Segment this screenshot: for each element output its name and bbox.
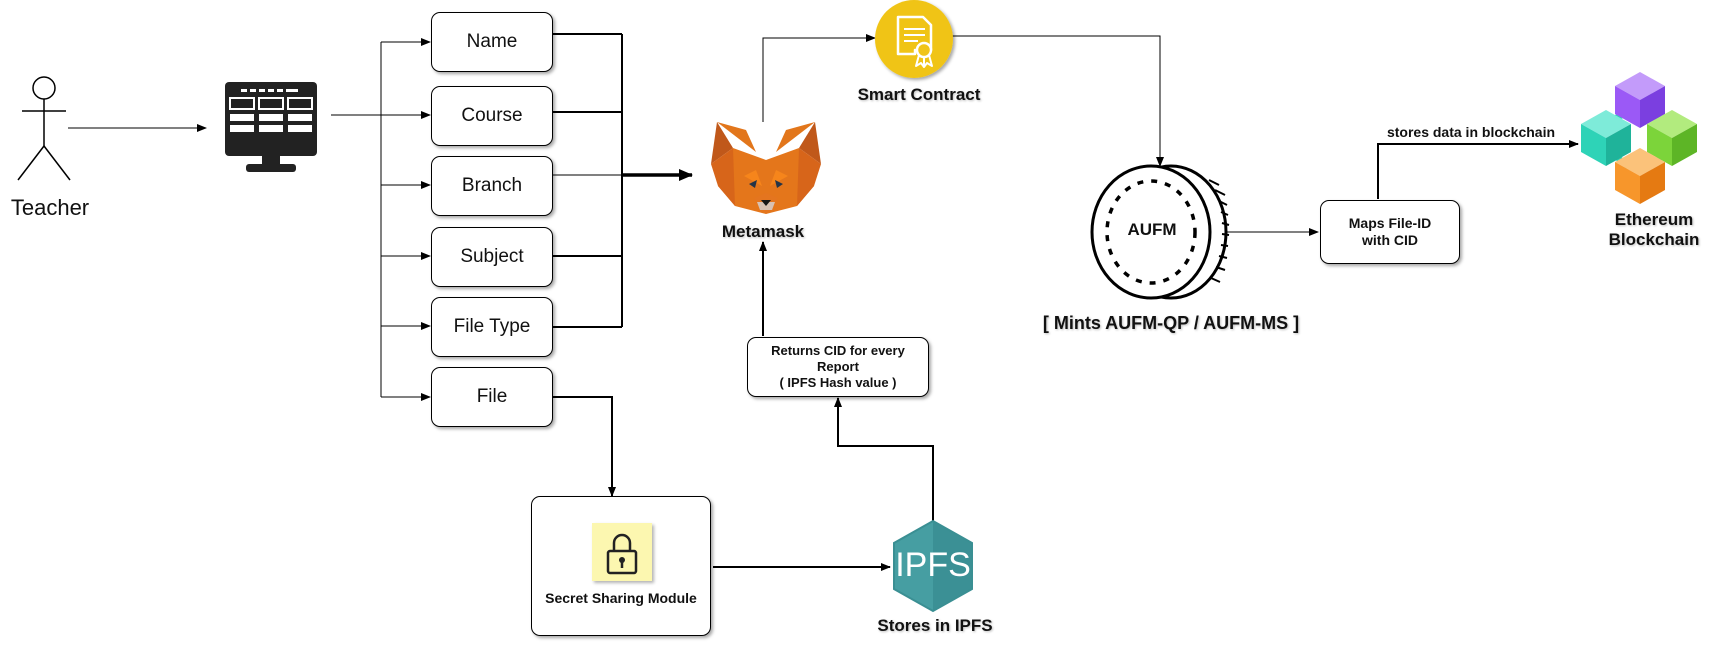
- ethereum-line-1: Ethereum: [1614, 210, 1694, 229]
- aufm-coin-label: AUFM: [1127, 220, 1177, 239]
- file-field-box: File: [431, 367, 553, 427]
- lock-icon: [592, 523, 652, 581]
- metamask-label: Metamask: [721, 222, 805, 241]
- ipfs-logo-text: IPFS: [895, 546, 971, 584]
- web-form-terminal-icon: [225, 82, 317, 172]
- metamask-fox-icon: [711, 122, 821, 214]
- ipfs-to-cid-arrow: [834, 397, 934, 521]
- smart-contract-icon: [875, 0, 953, 78]
- aufm-coin-icon: [1090, 164, 1230, 300]
- terminal-to-fields-connectors: [331, 38, 431, 401]
- name-field-box: Name: [431, 12, 553, 72]
- file-type-field-box: File Type: [431, 297, 553, 357]
- mapping-line-1: Maps File-ID: [1348, 215, 1432, 231]
- blockchain-edge-label: stores data in blockchain: [1386, 124, 1556, 140]
- cid-line-3: ( IPFS Hash value ): [779, 375, 897, 390]
- teacher-actor-icon: [17, 76, 71, 181]
- cid-box: Returns CID for every Report ( IPFS Hash…: [747, 337, 929, 397]
- metamask-to-contract-arrow: [762, 34, 876, 122]
- course-field-box: Course: [431, 86, 553, 146]
- mapping-to-ethereum-arrow: [1377, 140, 1579, 199]
- cid-line-2: Report: [817, 359, 859, 374]
- ethereum-label: Ethereum Blockchain: [1570, 210, 1723, 250]
- contract-to-coin-arrow: [952, 35, 1164, 167]
- cid-line-1: Returns CID for every: [771, 343, 905, 358]
- ipfs-logo-icon: [893, 519, 973, 613]
- ipfs-label: Stores in IPFS: [877, 616, 993, 635]
- ethereum-blockchain-icon: [1581, 72, 1697, 204]
- teacher-label: Teacher: [10, 195, 90, 220]
- fields-to-metamask-connectors: [552, 33, 693, 328]
- branch-field-box: Branch: [431, 156, 553, 216]
- mint-caption: [ Mints AUFM-QP / AUFM-MS ]: [1042, 313, 1300, 333]
- file-to-secret-sharing-arrow: [552, 396, 616, 497]
- smart-contract-label: Smart Contract: [857, 85, 981, 104]
- subject-field-box: Subject: [431, 227, 553, 287]
- mapping-line-2: with CID: [1362, 232, 1418, 248]
- secret-sharing-label: Secret Sharing Module: [545, 590, 697, 606]
- ethereum-line-2: Blockchain: [1608, 230, 1700, 249]
